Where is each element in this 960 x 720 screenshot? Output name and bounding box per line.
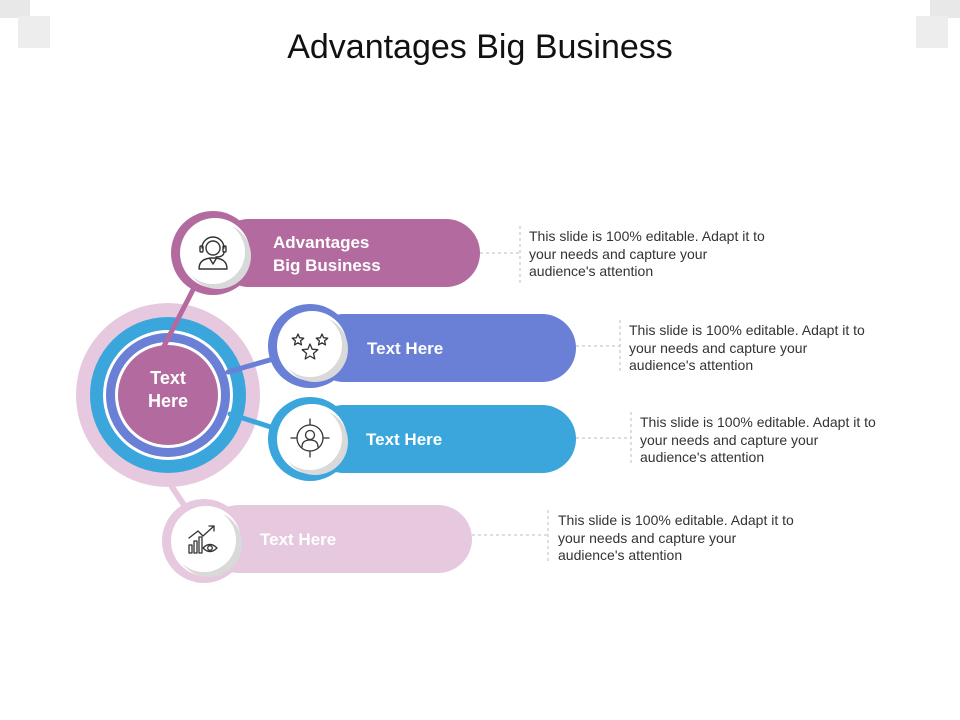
pill-2-label: Text Here <box>367 339 444 358</box>
description-1: This slide is 100% editable. Adapt it to… <box>529 228 765 279</box>
bubble-3-face <box>278 406 342 470</box>
customer-support-headset-icon <box>198 236 228 270</box>
stars-icon <box>291 333 329 360</box>
pill-3-label: Text Here <box>366 430 443 449</box>
bubble-1-face <box>181 220 245 284</box>
pill-3-shape <box>310 405 576 473</box>
connector-1 <box>160 281 199 351</box>
description-2: This slide is 100% editable. Adapt it to… <box>629 322 865 373</box>
center-label: Text Here <box>147 368 189 411</box>
pill-4-shape <box>205 505 472 573</box>
description-4: This slide is 100% editable. Adapt it to… <box>558 512 794 563</box>
pill-2-shape <box>310 314 576 382</box>
corner-decoration-top-right-square <box>916 16 948 48</box>
corner-decoration-top-right <box>930 0 960 18</box>
description-3: This slide is 100% editable. Adapt it to… <box>640 414 876 465</box>
slide-title: Advantages Big Business <box>287 28 673 66</box>
pill-1-shape <box>215 219 480 287</box>
center-core <box>118 345 218 445</box>
corner-decoration-top-left-square <box>18 16 50 48</box>
corner-decoration-top-left <box>0 0 30 18</box>
bubble-4-face <box>172 508 236 572</box>
growth-chart-eye-icon <box>188 525 218 554</box>
pill-1-label: Advantages Big Business <box>273 233 381 275</box>
target-person-icon <box>290 418 330 458</box>
pill-4-label: Text Here <box>260 530 337 549</box>
